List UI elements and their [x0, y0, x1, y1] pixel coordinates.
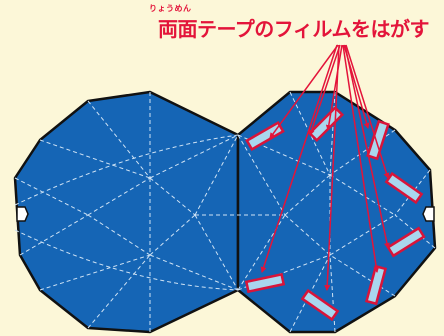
tape-strip — [244, 272, 286, 294]
page-title: 両面テープのフィルムをはがす — [158, 17, 430, 41]
title-ruby: りょうめん — [149, 4, 192, 13]
tape-strip — [364, 264, 388, 306]
notch-right — [422, 206, 435, 222]
tape-strips — [244, 105, 426, 322]
tape-strip — [245, 120, 285, 152]
notch-left — [16, 206, 29, 222]
left-panel — [13, 90, 240, 334]
tape-strip — [386, 226, 426, 258]
tape-strip — [300, 288, 340, 322]
pointer-arrows — [260, 44, 390, 291]
fold-lines — [14, 91, 436, 333]
tape-strip — [366, 119, 390, 161]
